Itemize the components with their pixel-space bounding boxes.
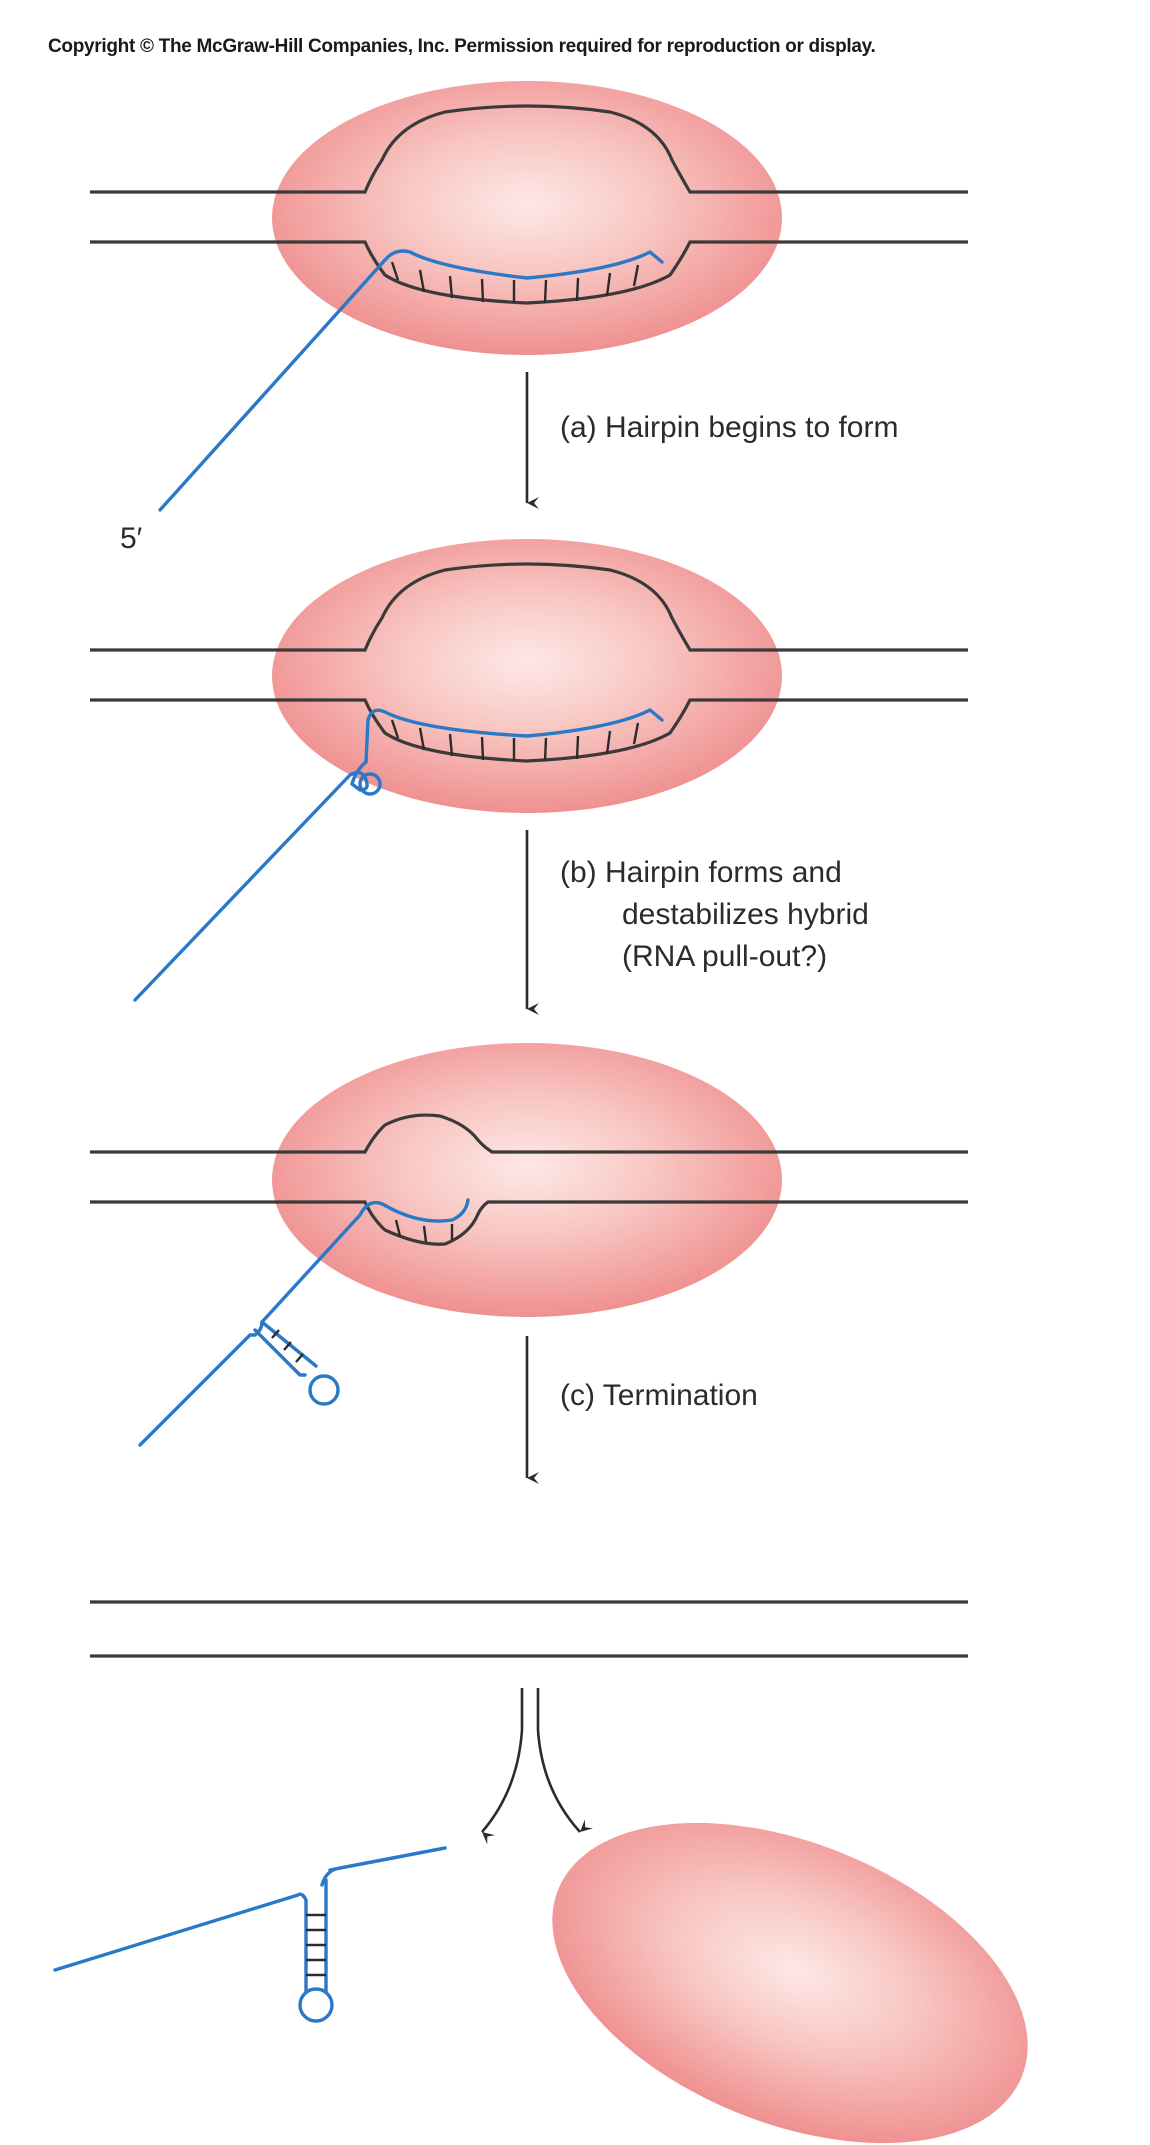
hairpin-loop <box>300 1989 332 2021</box>
five-prime-label: 5′ <box>120 522 143 555</box>
step-b-label-line-1: (b) Hairpin forms and <box>560 856 842 889</box>
rna-polymerase <box>272 81 782 355</box>
release-arrow-right <box>538 1688 580 1832</box>
release-arrow-left <box>482 1688 522 1832</box>
hairpin-loop <box>310 1376 338 1404</box>
stage-elongation <box>90 81 968 510</box>
step-b-label-line-3: (RNA pull-out?) <box>622 940 827 973</box>
released-rna <box>55 1848 445 2021</box>
stage-termination <box>55 1602 1074 2145</box>
copyright-notice: Copyright © The McGraw-Hill Companies, I… <box>48 36 875 57</box>
rna-transcript <box>55 1894 306 1992</box>
released-polymerase <box>506 1760 1074 2145</box>
hairpin-stem <box>255 1322 316 1375</box>
step-a-label: (a) Hairpin begins to form <box>560 411 898 444</box>
stage-hairpin-formed <box>90 1043 968 1445</box>
step-b-label-line-2: destabilizes hybrid <box>622 898 869 931</box>
rna-polymerase <box>272 1043 782 1317</box>
hairpin-stem <box>306 1915 326 1975</box>
step-c-label: (c) Termination <box>560 1379 758 1412</box>
rna-polymerase <box>272 539 782 813</box>
